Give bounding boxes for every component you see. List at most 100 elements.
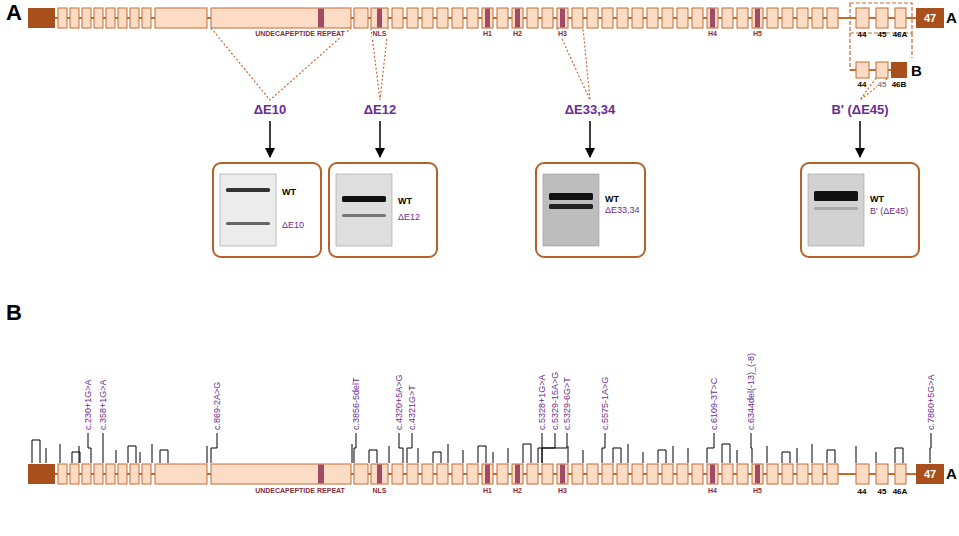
deletion-label: ΔE33,34 — [565, 103, 616, 118]
exon-block — [856, 62, 869, 78]
mutation-label: c.230+1G>A — [83, 379, 94, 430]
domain-stripe — [485, 465, 490, 484]
exon-block — [512, 464, 523, 484]
down-arrow — [859, 121, 861, 157]
exon-block — [392, 8, 403, 28]
arrows — [270, 121, 860, 157]
domain-label: H2 — [512, 487, 523, 495]
mutation-label: c.5329-6G>T — [562, 377, 573, 430]
domain-stripe — [377, 9, 382, 28]
utr-block — [28, 8, 55, 28]
gel-band — [549, 193, 593, 200]
mutation-label: c.4321G>T — [407, 385, 418, 430]
domain-label: UNDECAPEPTIDE REPEAT — [254, 30, 346, 38]
exon-block — [692, 464, 703, 484]
exon-block — [707, 8, 718, 28]
mutation-label: c.4320+5A>G — [394, 374, 405, 430]
exon-block — [354, 464, 368, 484]
exon-block — [722, 8, 733, 28]
exon-block — [118, 464, 127, 484]
deletion-label: ΔE12 — [364, 103, 396, 118]
isoform-label: A — [946, 465, 957, 482]
exon-block — [856, 8, 869, 28]
exon-block — [707, 464, 718, 484]
domain-stripe — [560, 9, 565, 28]
exon-block — [211, 8, 351, 28]
domain-label: H3 — [557, 30, 568, 38]
gel-band — [342, 196, 386, 202]
isoform-label: A — [946, 9, 957, 26]
gel-band — [342, 214, 386, 217]
band-label: WT — [870, 193, 884, 205]
exon-block — [70, 464, 79, 484]
exon-block — [452, 464, 463, 484]
domain-label: H5 — [752, 30, 763, 38]
band-label: WT — [398, 195, 412, 207]
exon-block — [632, 464, 643, 484]
exon-block — [70, 8, 79, 28]
exon-block — [130, 8, 139, 28]
exon-number: 46A — [893, 487, 908, 496]
domain-label: H4 — [707, 487, 718, 495]
exon-number: 44 — [858, 30, 867, 39]
exon-block — [371, 464, 388, 484]
exon-number: 45 — [877, 80, 888, 89]
exon-block — [856, 464, 869, 484]
exon-number: 47 — [924, 468, 936, 480]
exon-number: 45 — [878, 30, 887, 39]
exon-block — [94, 464, 103, 484]
mutation-label: c.5575-1A>G — [600, 377, 611, 430]
exon-block — [82, 464, 91, 484]
exon-block — [118, 8, 127, 28]
domain-stripe — [318, 465, 324, 484]
exon-block — [767, 8, 778, 28]
exon-block — [142, 464, 151, 484]
domain-label: H3 — [557, 487, 568, 495]
exon-block — [737, 464, 748, 484]
domain-label: UNDECAPEPTIDE REPEAT — [254, 487, 346, 495]
gel-panel: WTΔE10 — [212, 162, 322, 258]
exon-block — [58, 464, 67, 484]
dotted-triangle — [557, 28, 590, 100]
mutation-label: c.6109-3T>C — [709, 378, 720, 430]
exon-block — [527, 464, 538, 484]
exon-block — [467, 8, 478, 28]
domain-label: H4 — [707, 30, 718, 38]
exon-block — [752, 8, 763, 28]
gel-band — [226, 222, 270, 225]
domain-stripe — [515, 9, 520, 28]
exon-block — [58, 8, 67, 28]
exon-block — [482, 464, 493, 484]
exon-block — [677, 464, 688, 484]
dotted-triangle — [371, 28, 388, 100]
exon-block — [437, 464, 448, 484]
panel-letter: B — [6, 300, 22, 325]
exon-block — [827, 464, 838, 484]
exon-number: 44 — [858, 487, 867, 496]
exon-number: 47 — [924, 12, 936, 24]
domain-label: NLS — [372, 487, 388, 495]
exon-block — [602, 464, 613, 484]
domain-label: H5 — [752, 487, 763, 495]
exon-block — [647, 8, 658, 28]
exon-block — [692, 8, 703, 28]
exon-block — [407, 8, 418, 28]
exon-block — [662, 8, 673, 28]
exon-block — [557, 8, 568, 28]
exon-block — [617, 464, 628, 484]
exon-block — [527, 8, 538, 28]
exon-number: 44 — [858, 80, 867, 89]
exon-block — [797, 8, 808, 28]
exon-block — [371, 8, 388, 28]
exon-block — [557, 464, 568, 484]
deletion-label: B' (ΔE45) — [831, 103, 888, 118]
variant-band-label: ΔE10 — [282, 219, 304, 231]
domain-stripe — [515, 465, 520, 484]
exon-block — [632, 8, 643, 28]
variant-band-label: ΔE33,34 — [605, 204, 640, 216]
exon-block — [211, 464, 351, 484]
gel-panel: WTΔE33,34 — [535, 162, 646, 258]
domain-label: H1 — [482, 30, 493, 38]
domain-stripe — [710, 465, 715, 484]
